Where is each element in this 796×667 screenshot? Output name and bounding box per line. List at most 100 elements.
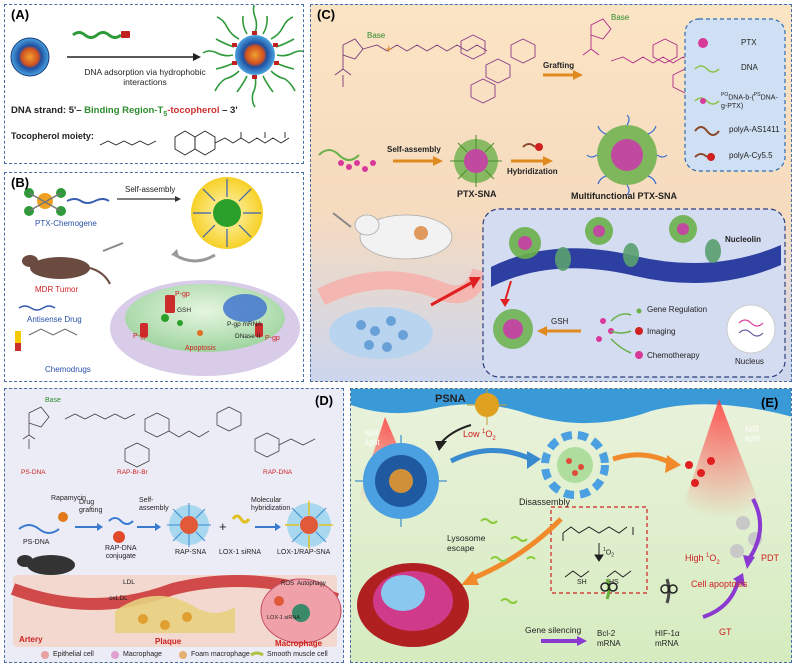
thioketal-structure bbox=[562, 526, 634, 578]
box-o2-o: O bbox=[605, 549, 612, 557]
ps-dna-label: PS-DNA bbox=[21, 469, 46, 476]
legend-copolymer: PODNA-b-(PSDNA-g-PTX) bbox=[721, 91, 781, 111]
nir-light-label-2: NIR light bbox=[745, 425, 760, 443]
nucleus-circle bbox=[726, 304, 776, 354]
high-o2-sup: 1 bbox=[706, 553, 710, 559]
blood-vessel bbox=[316, 267, 490, 306]
adsorption-label: DNA adsorption via hydrophobic interacti… bbox=[84, 67, 206, 87]
dnase-label: DNase II bbox=[235, 333, 261, 340]
internalized-sna bbox=[493, 309, 533, 349]
panel-b: (B) Self-assembly PTX-Chemogene MDR Tumo… bbox=[4, 172, 304, 382]
psna-label: PSNA bbox=[435, 393, 466, 405]
sna-yellow-icon bbox=[191, 177, 263, 249]
panel-c-graphic: + bbox=[316, 18, 786, 378]
rap-br-label: RAP-Br-Br bbox=[117, 469, 148, 476]
hs-label: HS bbox=[609, 579, 619, 586]
apoptosis-label: Apoptosis bbox=[185, 345, 216, 352]
gsh-label: GSH bbox=[177, 307, 192, 314]
dna-legend-icon bbox=[694, 65, 720, 73]
oxldl-label: oxLDL bbox=[109, 595, 128, 602]
pgp-mrna-label: P-gp mRNA bbox=[227, 321, 262, 328]
panel-c-tag: (C) bbox=[317, 7, 336, 22]
chemotherapy-label: Chemotherapy bbox=[647, 351, 700, 360]
legend-cy55: polyA-Cy5.5 bbox=[729, 151, 773, 160]
t5-label: -T bbox=[154, 105, 164, 116]
multifunctional-sna-icon bbox=[586, 114, 668, 196]
imaging-dot bbox=[635, 327, 643, 335]
panel-d-tag: (D) bbox=[315, 393, 334, 408]
pgp-label-3: P-gp bbox=[265, 335, 280, 342]
psna-icon bbox=[467, 389, 507, 425]
legend-dna: DNA bbox=[741, 63, 758, 72]
legend-copolymer-b: DNA bbox=[760, 94, 776, 102]
legend-copolymer-c: -g-PTX) bbox=[721, 94, 778, 111]
lox1-rap-sna-label: LOX-1/RAP-SNA bbox=[277, 549, 331, 556]
base-label: Base bbox=[45, 397, 61, 404]
dna-strand-icon bbox=[72, 31, 122, 39]
ptx-sna-label: PTX-SNA bbox=[457, 189, 497, 199]
autophagy-label: Autophagy bbox=[297, 581, 326, 587]
plaque-icon bbox=[115, 595, 235, 633]
mouse-icon bbox=[27, 555, 75, 575]
dna-strand-prefix: DNA strand: 5'– bbox=[11, 105, 82, 116]
panel-e-tag: (E) bbox=[761, 395, 779, 410]
panel-d: + (D) Base PS-DNA RAP-Br-Br RAP-DNA Rap bbox=[4, 388, 344, 663]
bcl2-mrna-label: Bcl-2 mRNA bbox=[597, 629, 621, 648]
singlet-oxygen-label: 1O2 bbox=[603, 547, 614, 559]
tumor-tissue bbox=[329, 307, 433, 359]
lysosome-escape-label: Lysosome escape bbox=[447, 533, 486, 553]
low-o2-label: Low 1O2 bbox=[463, 429, 496, 442]
antisense-icon bbox=[18, 305, 56, 311]
svg-text:+: + bbox=[219, 519, 227, 534]
hybridization-label: Hybridization bbox=[507, 167, 558, 176]
mouse-icon bbox=[359, 214, 453, 260]
cell-apoptosis-label: Cell apoptosis bbox=[691, 579, 748, 589]
panel-a-graphic bbox=[10, 5, 303, 156]
legend-sup-po: PO bbox=[721, 92, 729, 98]
nir-light-right bbox=[679, 399, 765, 519]
panel-e-graphic bbox=[351, 389, 791, 647]
multi-sna-label: Multifunctional PTX-SNA bbox=[571, 191, 677, 201]
nanoparticle-core-left bbox=[11, 38, 49, 76]
tocopherol-strand-label: -tocopherol bbox=[167, 105, 220, 116]
sh-label: SH bbox=[577, 579, 587, 586]
gt-label: GT bbox=[719, 627, 732, 637]
rap-structure bbox=[64, 406, 316, 468]
molecular-hybridization-label: Molecular hybridization bbox=[251, 497, 291, 512]
legend-epithelial: Epithelial cell bbox=[53, 651, 94, 658]
grafting-label: Grafting bbox=[543, 61, 575, 70]
foam-macrophage-legend-icon bbox=[179, 651, 187, 659]
ps-dna-structure bbox=[22, 406, 50, 449]
legend-macrophage: Macrophage bbox=[123, 651, 162, 658]
nucleolin-label: Nucleolin bbox=[725, 235, 762, 244]
artery-label: Artery bbox=[19, 635, 43, 644]
pgp-label-1: P-gp bbox=[175, 291, 190, 298]
rap-sna-label: RAP-SNA bbox=[175, 549, 207, 556]
mdr-tumor-label: MDR Tumor bbox=[35, 285, 79, 294]
dna-coated-particle bbox=[202, 5, 303, 108]
cell-nucleus-icon bbox=[357, 563, 469, 647]
nir-light-label-1: NIR light bbox=[365, 429, 380, 447]
ptx-chemogene-icon bbox=[24, 188, 110, 216]
hif-mrna-icon bbox=[660, 578, 678, 604]
drug-grafting-label: Drug grafting bbox=[79, 499, 103, 514]
chemodrug-icon bbox=[15, 328, 78, 351]
nucleus-icon bbox=[223, 294, 267, 322]
self-assembly-label: Self-assembly bbox=[125, 185, 176, 194]
mouse-icon bbox=[30, 257, 90, 279]
legend-as1411: polyA-AS1411 bbox=[729, 125, 780, 134]
pdt-label: PDT bbox=[761, 553, 779, 563]
ptx-chemogene-label: PTX-Chemogene bbox=[35, 219, 97, 228]
chemo-dot bbox=[635, 351, 643, 359]
syringe-icon bbox=[332, 212, 352, 228]
lox1-sirna-label: LOX-1 siRNA bbox=[219, 549, 262, 556]
box-o2-sub: 2 bbox=[611, 552, 615, 559]
hif-mrna-label: HIF-1α mRNA bbox=[655, 629, 680, 648]
legend-smooth-muscle: Smooth muscle cell bbox=[267, 651, 328, 658]
box-o2-sup: 1 bbox=[603, 547, 606, 553]
cell-membrane bbox=[351, 389, 791, 424]
dna-strand-suffix: – 3' bbox=[219, 105, 238, 116]
tocopherol-structure bbox=[99, 130, 290, 156]
ps-dna-label-2: PS-DNA bbox=[23, 539, 50, 546]
panel-a-tag: (A) bbox=[11, 7, 30, 22]
